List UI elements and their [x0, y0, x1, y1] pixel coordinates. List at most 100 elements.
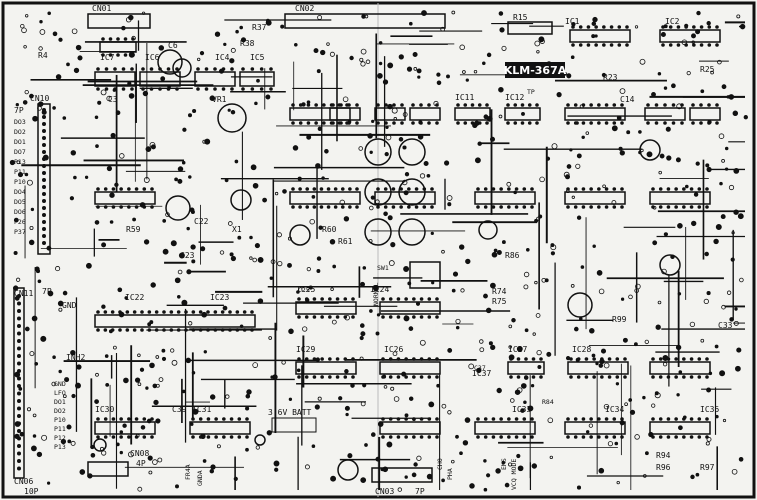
via	[719, 370, 726, 377]
via	[273, 460, 280, 467]
pin-pad	[411, 121, 415, 125]
via	[592, 16, 598, 23]
ic-package	[94, 314, 256, 328]
pin-pad	[396, 297, 401, 301]
pin-pad	[604, 435, 609, 439]
via	[696, 10, 701, 16]
pin-pad	[399, 205, 403, 209]
pin-pad	[96, 328, 100, 332]
pin-pad	[229, 435, 234, 439]
via	[29, 351, 35, 357]
via	[365, 59, 371, 65]
via	[344, 315, 350, 321]
pin-pad	[351, 375, 355, 379]
via	[589, 328, 595, 334]
pin-pad	[96, 67, 100, 71]
ic25-label: IC25	[296, 285, 315, 294]
pin-pad	[581, 103, 586, 107]
via	[501, 240, 506, 245]
via	[229, 252, 234, 257]
via	[47, 11, 51, 16]
pin-pad	[245, 435, 249, 439]
pin-pad	[381, 357, 385, 361]
pin-pad	[154, 328, 159, 332]
pin-pad	[319, 205, 324, 209]
via	[517, 465, 524, 472]
via	[188, 321, 193, 326]
pin-pad	[104, 87, 109, 91]
via	[306, 134, 312, 140]
pin-pad	[312, 187, 317, 191]
via	[408, 21, 413, 26]
pin-pad	[427, 435, 432, 439]
via	[393, 396, 400, 402]
via	[455, 325, 460, 330]
via	[739, 23, 746, 30]
pin-pad	[592, 357, 596, 361]
via	[666, 155, 672, 161]
sw1-label: SW1	[377, 264, 389, 272]
pin-pad	[149, 87, 154, 91]
pin-pad	[412, 435, 416, 439]
via	[227, 108, 231, 112]
via	[682, 415, 687, 420]
pin-pad	[620, 121, 624, 125]
pin-pad	[527, 103, 532, 107]
round-component	[398, 138, 426, 166]
via	[142, 90, 149, 97]
via	[152, 459, 158, 465]
pin-pad	[388, 417, 393, 421]
via	[139, 367, 145, 372]
via	[659, 153, 665, 159]
via	[431, 281, 435, 285]
via	[436, 80, 442, 86]
pin-pad	[108, 37, 113, 41]
round-component	[230, 189, 252, 211]
pin-pad	[328, 357, 332, 361]
via	[730, 257, 735, 262]
pin-pad	[666, 417, 671, 421]
pin-pad	[319, 187, 324, 191]
ic-package	[194, 71, 236, 87]
pin-pad	[573, 435, 578, 439]
via	[31, 445, 37, 452]
via	[344, 405, 350, 411]
connector-pin	[17, 301, 21, 306]
pin-pad	[522, 417, 527, 421]
pin-pad	[376, 187, 380, 191]
pin-pad	[666, 375, 671, 379]
pin-pad	[119, 417, 123, 421]
pin-pad	[235, 310, 240, 314]
pin-pad	[229, 417, 234, 421]
pin-pad	[96, 205, 100, 209]
via	[655, 324, 661, 330]
ic7-label: IC7	[100, 53, 115, 62]
via	[34, 361, 39, 366]
via	[700, 338, 705, 343]
pin-label: DO3	[14, 118, 26, 126]
pin-pad	[343, 297, 348, 301]
pin-pad	[376, 103, 380, 107]
pin-pad	[400, 103, 404, 107]
pin-pad	[668, 25, 673, 29]
round-component	[217, 103, 247, 133]
via	[521, 111, 525, 116]
connector-pin	[17, 369, 21, 373]
pin-pad	[347, 103, 351, 107]
ic-package	[289, 107, 351, 121]
pin-pad	[250, 328, 254, 332]
via	[639, 58, 646, 65]
pin-pad	[491, 205, 496, 209]
pin-label: DO1	[14, 138, 26, 146]
via	[360, 61, 366, 67]
via	[17, 172, 24, 178]
via	[245, 447, 249, 452]
via	[202, 459, 207, 463]
round-component	[398, 178, 426, 206]
via	[15, 103, 19, 107]
ic26-label: IC26	[384, 345, 403, 354]
via	[37, 279, 42, 284]
via	[15, 277, 21, 282]
via	[684, 23, 689, 28]
pin-pad	[414, 187, 419, 191]
